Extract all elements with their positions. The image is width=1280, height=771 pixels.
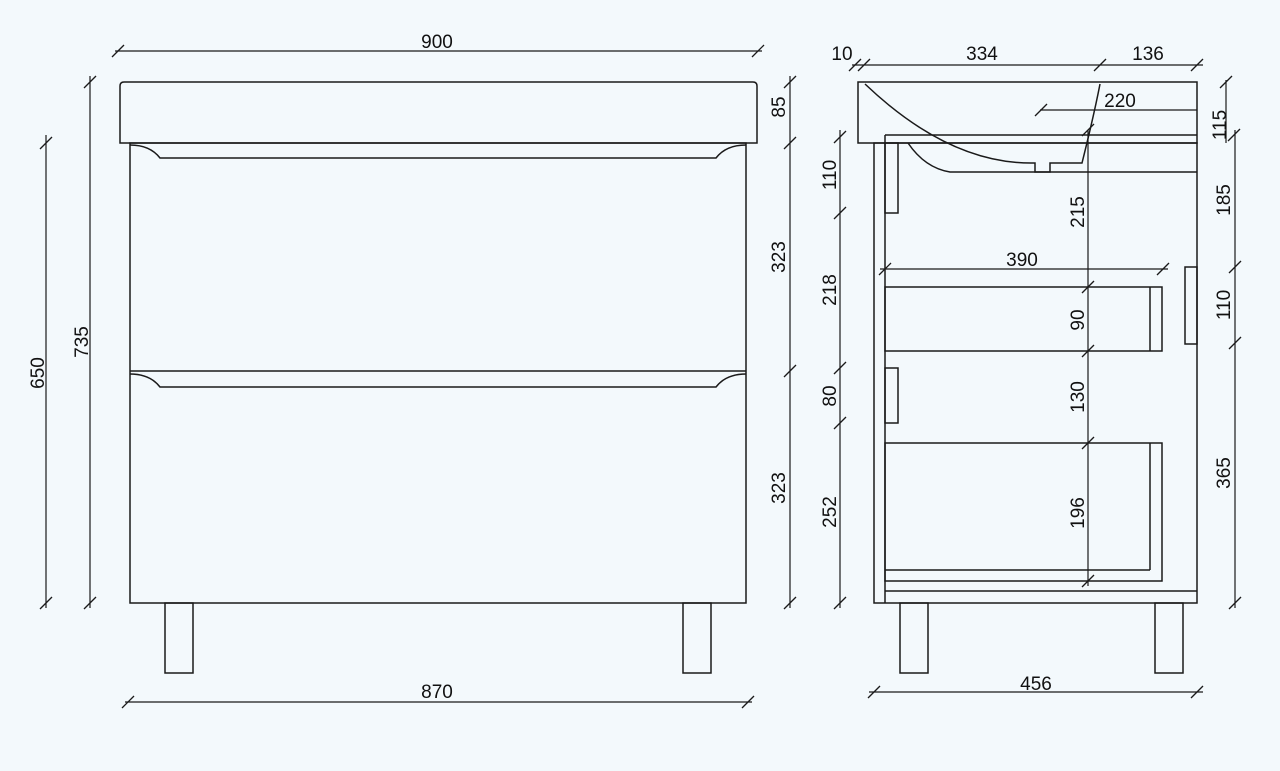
dim-side-right-chain: 115 185 110 365 <box>1210 75 1242 610</box>
dim-cabinet-width: 870 <box>121 682 755 709</box>
dim-bowl-span-label: 334 <box>966 44 998 65</box>
front-lower-drawer-handle <box>129 373 747 388</box>
dim-overall-width: 900 <box>111 32 765 58</box>
dim-front-right-chain: 85 323 323 <box>769 75 797 610</box>
dim-right-upper-label: 185 <box>1214 184 1235 216</box>
side-upper-drawer-box <box>884 286 1163 352</box>
dim-lower-drawer-label: 323 <box>769 472 790 504</box>
dim-right-lower-label: 365 <box>1214 457 1235 489</box>
side-upper-drawer-front <box>884 142 899 214</box>
dim-upper-box-label: 90 <box>1068 309 1089 330</box>
dim-upper-front-label: 110 <box>820 160 841 190</box>
dim-siphon-depth-label: 215 <box>1068 196 1089 228</box>
front-basin-top <box>119 81 758 144</box>
dim-lower-gap-label: 130 <box>1068 381 1089 413</box>
dim-overall-height-label: 735 <box>72 326 93 358</box>
dim-side-center-chain: 215 90 130 196 <box>1068 123 1095 588</box>
dim-drain-offset: 220 <box>1034 91 1197 117</box>
side-basin-inner-curve <box>907 142 1197 173</box>
side-front-leg <box>899 602 929 674</box>
side-basin-top <box>857 81 1198 144</box>
dim-overall-width-label: 900 <box>421 32 453 53</box>
dim-cabinet-height-label: 650 <box>28 357 49 389</box>
dim-side-left-chain: 110 218 80 252 <box>820 130 847 610</box>
dim-overall-height: 735 <box>72 75 97 610</box>
side-lower-drawer-front <box>884 367 899 424</box>
dim-front-overhang-label: 136 <box>1132 44 1164 65</box>
dim-drain-offset-label: 220 <box>1104 91 1136 112</box>
dim-lower-front-label: 80 <box>820 385 841 406</box>
dim-overall-depth: 456 <box>867 674 1204 699</box>
front-upper-drawer-handle <box>129 144 747 159</box>
dim-lower-body-label: 252 <box>820 496 841 528</box>
dim-right-handle-label: 110 <box>1214 290 1235 320</box>
dim-upper-body-label: 218 <box>820 274 841 306</box>
dim-basin-thickness-label: 85 <box>769 96 790 117</box>
dim-drawer-depth-label: 390 <box>1006 250 1038 271</box>
side-lower-drawer-box <box>884 442 1163 582</box>
dim-side-top-chain: 10 334 136 <box>831 44 1204 72</box>
side-cabinet-body <box>873 142 1198 604</box>
dim-overall-depth-label: 456 <box>1020 674 1052 695</box>
dim-upper-drawer-label: 323 <box>769 241 790 273</box>
side-basin-bowl <box>864 83 1101 173</box>
side-back-leg <box>1154 602 1184 674</box>
dim-lower-box-label: 196 <box>1068 497 1089 529</box>
side-view: 10 334 136 220 215 90 130 196 <box>820 44 1242 699</box>
dim-top-thickness-label: 115 <box>1210 110 1231 140</box>
dim-drawer-depth: 390 <box>878 250 1170 276</box>
dim-cabinet-height: 650 <box>28 135 53 610</box>
dim-cabinet-width-label: 870 <box>421 682 453 703</box>
front-cabinet-body <box>129 142 747 604</box>
front-right-leg <box>682 602 712 674</box>
front-left-leg <box>164 602 194 674</box>
front-view: 900 870 650 735 85 <box>28 32 797 709</box>
side-handle-profile <box>1184 266 1198 345</box>
dim-rear-offset-label: 10 <box>831 44 852 65</box>
